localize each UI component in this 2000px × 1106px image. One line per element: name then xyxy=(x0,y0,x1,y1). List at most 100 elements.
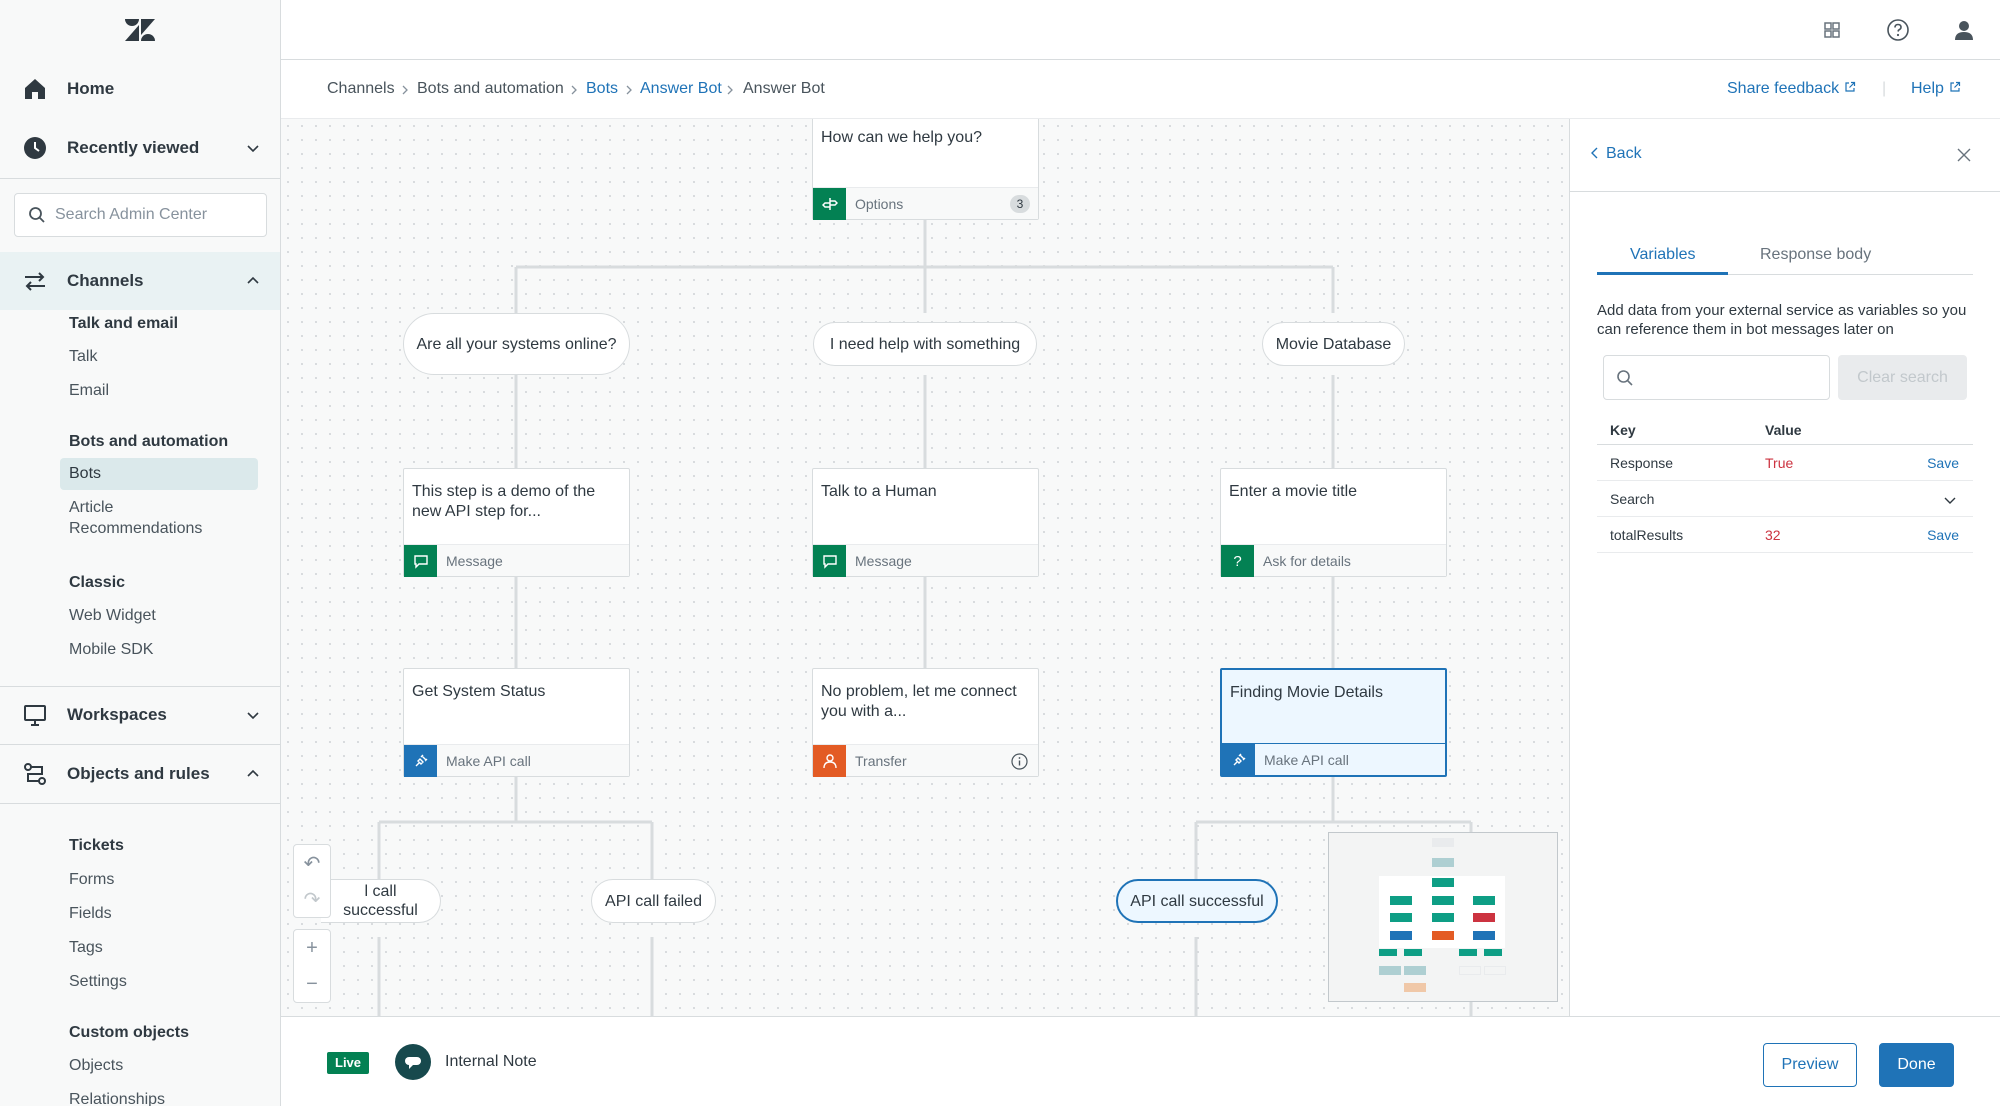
flow-step-api-call-selected[interactable]: Finding Movie Details Make API call xyxy=(1220,668,1447,777)
step-type: Message xyxy=(855,553,912,569)
nav-objects-and-rules[interactable]: Objects and rules xyxy=(0,745,280,803)
minimap[interactable] xyxy=(1328,832,1558,1002)
breadcrumb: Channels Bots and automation Bots Answer… xyxy=(281,60,2000,119)
help-link[interactable]: Help xyxy=(1911,80,1961,98)
sidebar-item-email[interactable]: Email xyxy=(69,382,110,399)
column-header-key: Key xyxy=(1610,422,1636,438)
flow-outcome-api-success[interactable]: l call successful xyxy=(321,879,441,923)
share-feedback-link[interactable]: Share feedback xyxy=(1727,80,1856,98)
share-feedback-label: Share feedback xyxy=(1727,80,1840,97)
step-title: No problem, let me connect you with a... xyxy=(821,683,1017,720)
nav-recently-viewed[interactable]: Recently viewed xyxy=(0,119,280,177)
bot-chat-icon xyxy=(405,1057,421,1069)
section-classic: Classic xyxy=(69,574,126,591)
channels-arrows-icon xyxy=(25,272,45,291)
step-footer: Make API call xyxy=(1222,743,1445,776)
sidebar-item-settings[interactable]: Settings xyxy=(69,973,127,990)
external-link-icon xyxy=(1950,81,1961,92)
products-grid-icon[interactable] xyxy=(1820,18,1844,42)
variable-row: totalResults 32 Save xyxy=(1597,517,1973,553)
minimap-node xyxy=(1390,913,1412,922)
step-type: Transfer xyxy=(855,753,907,769)
step-title: Talk to a Human xyxy=(821,483,937,500)
step-footer: Message xyxy=(813,544,1038,577)
breadcrumb-bots[interactable]: Bots xyxy=(586,80,619,97)
breadcrumb-bots-and-automation[interactable]: Bots and automation xyxy=(417,80,564,97)
variables-search[interactable] xyxy=(1603,355,1830,400)
nav-workspaces[interactable]: Workspaces xyxy=(0,686,280,744)
zoom-controls: + − xyxy=(293,929,331,1003)
step-type: Options xyxy=(855,196,904,212)
home-icon xyxy=(25,79,45,99)
plug-icon xyxy=(404,745,437,777)
zoom-in-button[interactable]: + xyxy=(306,936,318,959)
sidebar-divider xyxy=(0,178,280,179)
section-custom-objects: Custom objects xyxy=(69,1024,190,1041)
undo-button[interactable]: ↶ xyxy=(303,852,321,875)
sidebar-item-forms[interactable]: Forms xyxy=(69,871,115,888)
minimap-node xyxy=(1404,983,1426,992)
sidebar-item-fields[interactable]: Fields xyxy=(69,905,112,922)
flow-step-api-call[interactable]: Get System Status Make API call xyxy=(403,668,630,777)
tab-response-body[interactable]: Response body xyxy=(1760,246,1872,263)
minimap-node xyxy=(1473,896,1495,905)
breadcrumb-channels[interactable]: Channels xyxy=(327,80,395,97)
chevron-down-icon[interactable] xyxy=(1943,493,1957,507)
nav-home-label: Home xyxy=(67,79,115,98)
sidebar-item-tags[interactable]: Tags xyxy=(69,939,103,956)
flow-branch-movie-database[interactable]: Movie Database xyxy=(1262,322,1405,366)
sidebar-item-article-recommendations[interactable]: Article Recommendations xyxy=(69,499,202,538)
variables-search-input[interactable] xyxy=(1644,367,1814,389)
clear-search-button[interactable]: Clear search xyxy=(1838,355,1967,400)
variable-row-expandable[interactable]: Search xyxy=(1597,481,1973,517)
flow-canvas[interactable]: How can we help you? Options 3 Are all y… xyxy=(281,119,1569,1016)
info-icon[interactable] xyxy=(1011,753,1028,770)
variable-key: totalResults xyxy=(1610,527,1684,543)
minimap-node xyxy=(1404,949,1422,956)
close-icon[interactable] xyxy=(1956,147,1972,163)
sidebar-item-label: Article xyxy=(69,499,114,516)
sidebar-item-talk[interactable]: Talk xyxy=(69,348,98,365)
flow-step-options[interactable]: How can we help you? Options 3 xyxy=(812,119,1039,220)
flow-step-ask-for-details[interactable]: Enter a movie title ? Ask for details xyxy=(1220,468,1447,577)
admin-search-input[interactable] xyxy=(55,204,255,226)
breadcrumb-answer-bot-link[interactable]: Answer Bot xyxy=(640,80,722,97)
flow-branch-systems-online[interactable]: Are all your systems online? xyxy=(403,313,630,375)
flow-step-transfer[interactable]: No problem, let me connect you with a...… xyxy=(812,668,1039,777)
flow-outcome-api-success[interactable]: API call successful xyxy=(1116,879,1278,923)
redo-button[interactable]: ↷ xyxy=(303,888,321,911)
variable-value: 32 xyxy=(1765,527,1781,543)
nav-home[interactable]: Home xyxy=(0,60,280,118)
external-link-icon xyxy=(1845,81,1856,92)
save-variable-button[interactable]: Save xyxy=(1927,527,1959,543)
preview-button[interactable]: Preview xyxy=(1763,1043,1857,1087)
minimap-node xyxy=(1379,949,1397,956)
flow-outcome-api-failed[interactable]: API call failed xyxy=(591,879,716,923)
flow-step-message[interactable]: This step is a demo of the new API step … xyxy=(403,468,630,577)
sidebar-divider xyxy=(0,744,280,745)
minimap-node xyxy=(1459,966,1481,975)
user-profile-icon[interactable] xyxy=(1952,18,1976,42)
flow-branch-need-help[interactable]: I need help with something xyxy=(813,322,1037,366)
back-button[interactable]: Back xyxy=(1590,145,1642,163)
sidebar-item-bots[interactable]: Bots xyxy=(60,458,258,490)
flow-step-message[interactable]: Talk to a Human Message xyxy=(812,468,1039,577)
save-variable-button[interactable]: Save xyxy=(1927,455,1959,471)
zoom-out-button[interactable]: − xyxy=(306,972,318,995)
help-circle-icon[interactable] xyxy=(1886,18,1910,42)
minimap-node xyxy=(1459,949,1477,956)
history-controls: ↶ ↷ xyxy=(293,844,331,918)
minimap-node xyxy=(1432,878,1454,887)
nav-channels[interactable]: Channels xyxy=(0,252,280,310)
admin-search[interactable] xyxy=(14,193,267,237)
sidebar-item-mobile-sdk[interactable]: Mobile SDK xyxy=(69,641,154,658)
sidebar-item-objects[interactable]: Objects xyxy=(69,1057,124,1074)
tab-variables[interactable]: Variables xyxy=(1630,246,1696,263)
done-button[interactable]: Done xyxy=(1879,1043,1954,1087)
sidebar-item-relationships[interactable]: Relationships xyxy=(69,1091,166,1106)
message-icon xyxy=(813,545,846,577)
minimap-node xyxy=(1473,913,1495,922)
column-header-value: Value xyxy=(1765,422,1802,438)
sidebar-item-web-widget[interactable]: Web Widget xyxy=(69,607,156,624)
variable-key: Search xyxy=(1610,491,1655,507)
